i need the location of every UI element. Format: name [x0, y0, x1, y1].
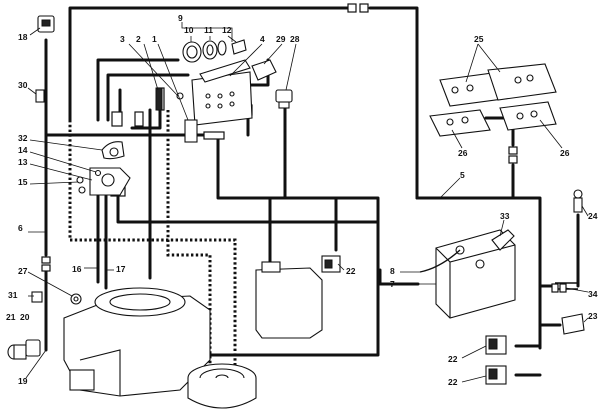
callout-27: 27 — [18, 266, 28, 276]
callout-20: 20 — [20, 312, 30, 322]
callout-29: 29 — [276, 34, 286, 44]
callout-33: 33 — [500, 211, 510, 221]
wire-dotted-left — [68, 120, 237, 368]
callout-30: 30 — [18, 80, 28, 90]
part-14-ignition-switch — [76, 167, 131, 196]
part-10-hour-meter — [182, 39, 247, 63]
callout-11: 11 — [204, 25, 213, 35]
part-21-plug — [7, 339, 41, 360]
part-8-battery-lead — [419, 249, 461, 273]
callout-8: 8 — [390, 266, 395, 276]
callout-14: 14 — [18, 145, 28, 155]
callout-leaders — [25, 22, 589, 383]
callout-9: 9 — [178, 13, 183, 23]
part-7-battery — [435, 229, 516, 319]
callout-34: 34 — [588, 289, 598, 299]
wire-top-right-board — [248, 58, 287, 200]
wire-harness-board — [96, 58, 250, 137]
callout-26-right: 26 — [560, 148, 570, 158]
part-2-plug — [155, 87, 163, 111]
part-1-relay — [184, 119, 198, 143]
callout-22-low: 22 — [448, 377, 458, 387]
part-fuel-tank — [255, 261, 323, 339]
callout-21: 21 — [6, 312, 16, 322]
callout-32: 32 — [18, 133, 28, 143]
part-18-toggle-switch — [37, 15, 55, 33]
callout-23: 23 — [588, 311, 598, 321]
callout-24: 24 — [588, 211, 598, 221]
part-engine — [63, 287, 211, 397]
callout-5: 5 — [460, 170, 465, 180]
callout-17: 17 — [116, 264, 126, 274]
part-22-switch-b — [485, 335, 507, 355]
callout-1: 1 — [152, 34, 157, 44]
part-24-sensor — [573, 189, 583, 213]
callout-12: 12 — [222, 25, 232, 35]
part-30-connector — [35, 89, 45, 103]
callout-7: 7 — [390, 279, 395, 289]
callout-2: 2 — [136, 34, 141, 44]
part-22-switch-c — [485, 365, 507, 385]
part-23-connector — [561, 313, 585, 335]
part-31-connector — [31, 291, 43, 303]
callout-6: 6 — [18, 223, 23, 233]
part-32-ignition-key — [101, 141, 125, 160]
callout-labels: 18 30 32 14 13 15 6 27 31 21 20 19 16 17… — [6, 13, 598, 387]
callout-13: 13 — [18, 157, 28, 167]
callout-4: 4 — [260, 34, 265, 44]
part-27-grommet — [70, 293, 82, 305]
wire-right-run — [415, 196, 562, 377]
part-22-switch-a — [321, 255, 341, 273]
part-4-instrument-board — [191, 71, 253, 126]
part-29-relay — [251, 59, 277, 81]
part-4-plate — [199, 59, 251, 83]
callout-19: 19 — [18, 376, 28, 386]
part-28-sensor — [275, 89, 293, 109]
callout-18: 18 — [18, 32, 28, 42]
part-25-seat-switch — [429, 63, 557, 137]
callout-28: 28 — [290, 34, 300, 44]
callout-26-left: 26 — [458, 148, 468, 158]
part-33-terminal-cover — [491, 229, 515, 251]
wire-dotted-mid — [166, 110, 212, 368]
callout-25: 25 — [474, 34, 484, 44]
callout-15: 15 — [18, 177, 28, 187]
callout-22-mid: 22 — [448, 354, 458, 364]
callout-10: 10 — [184, 25, 194, 35]
callout-22-tank: 22 — [346, 266, 356, 276]
callout-31: 31 — [8, 290, 18, 300]
part-electric-clutch — [187, 363, 257, 409]
callout-16: 16 — [72, 264, 82, 274]
callout-3: 3 — [120, 34, 125, 44]
wire-top-loop — [68, 6, 419, 200]
